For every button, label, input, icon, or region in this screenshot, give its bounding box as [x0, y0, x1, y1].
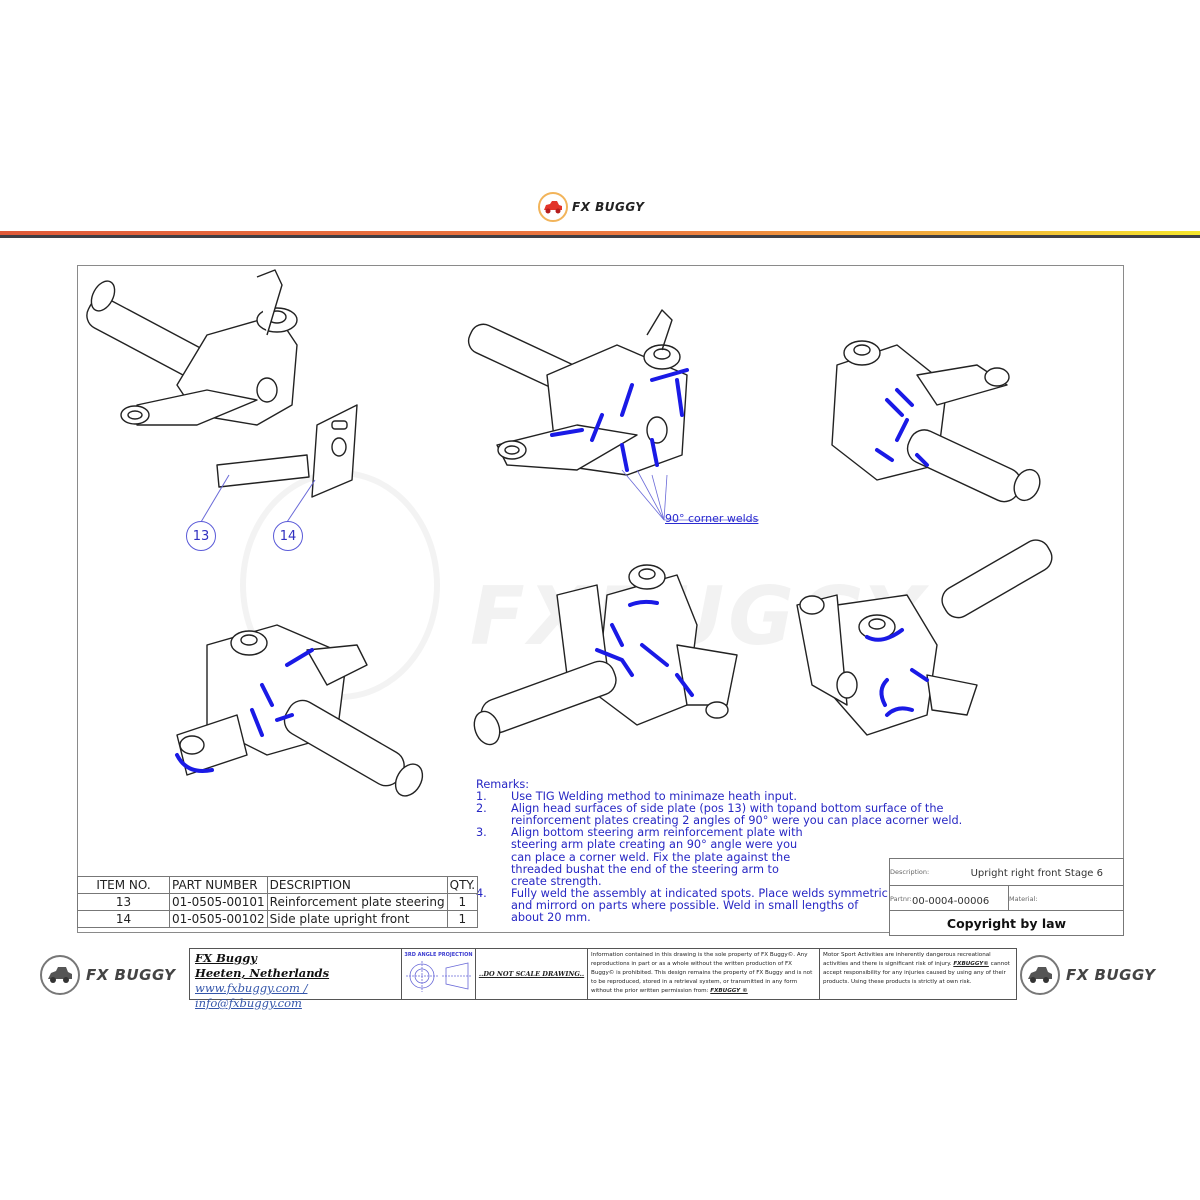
projection-label: 3RD ANGLE PROJECTION	[404, 952, 473, 958]
title-block-row: Partnr: 00-0004-00006 Material:	[890, 886, 1123, 911]
bom-header-qty: QTY.	[446, 876, 479, 894]
remark-line: about 20 mm.	[511, 911, 591, 925]
ownership-text: Information contained in this drawing is…	[591, 952, 813, 994]
remark-line: can place a corner weld. Fix the plate a…	[511, 850, 791, 864]
balloon-item-14: 14	[273, 521, 303, 551]
bom-cell: 01-0505-00102	[169, 910, 268, 928]
remark-line: Align bottom steering arm reinforcement …	[511, 826, 803, 840]
partnr-value: 00-0004-00006	[912, 896, 990, 907]
company-info: FX Buggy Heeten, Netherlands www.fxbuggy…	[190, 949, 402, 1010]
buggy-icon	[1020, 955, 1060, 995]
remark-item: 1. Use TIG Welding method to minimaze he…	[476, 790, 996, 804]
remarks-title: Remarks:	[476, 778, 530, 791]
brand-name: FX BUGGY	[572, 200, 645, 214]
remark-line: Fully weld the assembly at indicated spo…	[511, 886, 888, 900]
company-location: Heeten, Netherlands	[195, 966, 330, 980]
bom-header-item: ITEM NO.	[77, 876, 170, 894]
remark-number: 3.	[476, 826, 487, 840]
remarks-block: Remarks: 1. Use TIG Welding method to mi…	[476, 778, 996, 925]
remark-item: 4. Fully weld the assembly at indicated …	[476, 886, 996, 925]
balloon-label: 14	[279, 528, 297, 544]
view-bottom-right	[796, 539, 1053, 736]
partnr-label: Partnr:	[890, 895, 912, 903]
footer-logo-left: FX BUGGY	[40, 955, 176, 995]
header-dark-stripe	[0, 235, 1200, 238]
description-label: Description:	[890, 868, 930, 876]
brand-name: FX BUGGY	[86, 966, 176, 984]
risk-disclaimer: Motor Sport Activities are inherently da…	[820, 949, 1016, 999]
bill-of-materials: ITEM NO. PART NUMBER DESCRIPTION QTY. 13…	[77, 876, 479, 928]
view-exploded	[86, 269, 358, 498]
drawing-frame	[77, 265, 1124, 933]
remark-line: create strength.	[511, 874, 602, 888]
bom-header-row: ITEM NO. PART NUMBER DESCRIPTION QTY.	[77, 876, 479, 894]
remark-item: 3. Align bottom steering arm reinforceme…	[476, 826, 996, 888]
remark-number: 1.	[476, 790, 487, 804]
view-top-right	[831, 340, 1041, 503]
remark-line: Use TIG Welding method to minimaze heath…	[511, 790, 797, 804]
header-color-stripe	[0, 231, 1200, 235]
view-bottom-left	[176, 624, 424, 797]
title-block: Description: Upright right front Stage 6…	[889, 858, 1124, 936]
bom-header-part: PART NUMBER	[169, 876, 268, 894]
brand-name: FX BUGGY	[1066, 966, 1156, 984]
remark-item: 2. Align head surfaces of side plate (po…	[476, 803, 996, 827]
view-bottom-center	[473, 564, 738, 746]
remark-number: 2.	[476, 802, 487, 816]
risk-text: Motor Sport Activities are inherently da…	[823, 952, 991, 967]
bom-cell: Reinforcement plate steering	[266, 893, 448, 911]
do-not-scale-notice: ..DO NOT SCALE DRAWING..	[476, 949, 588, 999]
title-block-partnr: Partnr: 00-0004-00006	[890, 886, 1009, 910]
copyright-notice: Copyright by law	[946, 915, 1067, 931]
remark-line: threaded bushat the end of the steering …	[511, 862, 779, 876]
title-block-material: Material:	[1009, 886, 1123, 910]
company-name: FX Buggy	[195, 951, 257, 965]
projection-symbol: 3RD ANGLE PROJECTION	[402, 949, 476, 999]
remark-number: 4.	[476, 886, 487, 900]
bom-cell: 01-0505-00101	[169, 893, 268, 911]
bom-header-description: DESCRIPTION	[266, 876, 448, 894]
bom-cell: 1	[446, 893, 479, 911]
bom-row: 13 01-0505-00101 Reinforcement plate ste…	[77, 893, 479, 911]
company-contacts: www.fxbuggy.com / info@fxbuggy.com	[195, 981, 396, 1011]
bom-cell: Side plate upright front	[266, 910, 448, 928]
remark-line: Align head surfaces of side plate (pos 1…	[511, 802, 944, 816]
risk-brand: FXBUGGY©	[953, 961, 989, 967]
buggy-icon	[538, 192, 568, 222]
bom-cell: 13	[77, 893, 170, 911]
technical-drawing-views	[86, 269, 1053, 797]
description-value: Upright right front Stage 6	[970, 868, 1103, 879]
buggy-icon	[40, 955, 80, 995]
email-link[interactable]: info@fxbuggy.com	[195, 996, 302, 1010]
remark-line: steering arm plate creating an 90° angle…	[511, 838, 798, 852]
third-angle-projection-icon	[406, 961, 472, 992]
weld-callout: 90° corner welds	[665, 512, 759, 525]
footer-logo-right: FX BUGGY	[1020, 955, 1156, 995]
remark-line: reinforcement plates creating 2 angles o…	[511, 814, 963, 828]
bom-cell: 14	[77, 910, 170, 928]
header-logo: FX BUGGY	[538, 190, 668, 224]
bom-cell: 1	[446, 910, 479, 928]
balloon-label: 13	[192, 528, 210, 544]
title-block-description: Description: Upright right front Stage 6	[890, 859, 1123, 886]
material-label: Material:	[1009, 895, 1038, 903]
balloon-item-13: 13	[186, 521, 216, 551]
footer-bar: FX Buggy Heeten, Netherlands www.fxbuggy…	[189, 948, 1017, 1010]
website-link[interactable]: www.fxbuggy.com	[195, 981, 300, 995]
risk-text: cannot accept responsibility for any inj…	[823, 961, 1010, 985]
ownership-signature: FXBUGGY ©	[710, 988, 748, 994]
separator: /	[299, 981, 308, 995]
ownership-notice: Information contained in this drawing is…	[588, 949, 820, 999]
remark-line: and mirrord on parts where possible. Wel…	[511, 898, 859, 912]
bom-row: 14 01-0505-00102 Side plate upright fron…	[77, 910, 479, 928]
